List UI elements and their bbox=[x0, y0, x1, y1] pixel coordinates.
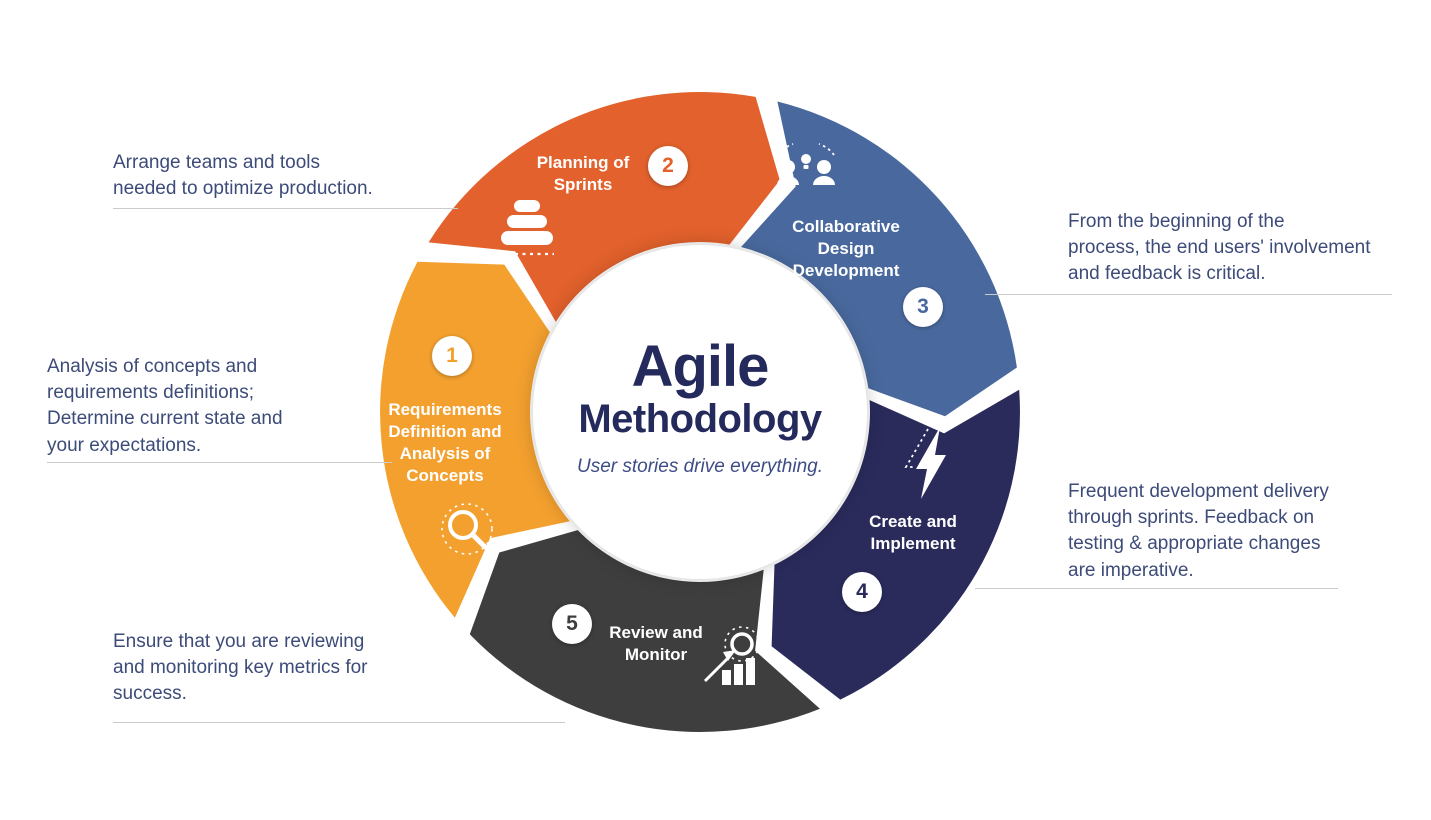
segment-arc-1 bbox=[380, 261, 570, 618]
diagram-title-block: Agile Methodology User stories drive eve… bbox=[535, 338, 865, 478]
idea-rays bbox=[777, 143, 835, 156]
segment-arc-3 bbox=[741, 101, 1017, 417]
annotation-line-step-2 bbox=[113, 208, 458, 209]
collaboration-icon bbox=[777, 143, 835, 185]
stone-top bbox=[514, 200, 540, 212]
monitor-lens bbox=[730, 632, 754, 656]
step-badge-1: 1 bbox=[432, 336, 472, 376]
magnifier-lens bbox=[448, 510, 478, 540]
segment-arc-4 bbox=[771, 389, 1020, 700]
chart-magnifier-icon bbox=[703, 626, 760, 685]
trend-arrow-head bbox=[723, 650, 736, 661]
lightning-bolt-icon bbox=[904, 427, 946, 499]
annotation-step-3: From the beginning of the process, the e… bbox=[1068, 211, 1371, 285]
bolt-dashed-accent bbox=[904, 428, 929, 468]
chart-bar-3 bbox=[746, 658, 755, 685]
step-badge-5: 5 bbox=[552, 604, 592, 644]
person-left-body bbox=[777, 176, 799, 185]
person-right-body bbox=[813, 176, 835, 185]
title-sub: Methodology bbox=[578, 397, 822, 441]
title-main: Agile bbox=[631, 334, 770, 399]
annotation-step-5: Ensure that you are reviewing and monito… bbox=[113, 631, 368, 705]
annotation-step-4: Frequent development delivery through sp… bbox=[1068, 481, 1329, 581]
trend-arrow-line bbox=[703, 655, 731, 683]
idea-bulb-base bbox=[803, 165, 809, 169]
step-badge-2: 2 bbox=[648, 146, 688, 186]
bolt-shape bbox=[916, 427, 946, 499]
chart-bar-2 bbox=[734, 664, 743, 685]
person-right-head bbox=[817, 160, 831, 174]
segments-layer bbox=[380, 92, 1020, 733]
monitor-dashed-ring bbox=[724, 626, 760, 662]
person-left-head bbox=[781, 160, 795, 174]
magnifier-dashed-ring bbox=[441, 503, 493, 555]
stacked-stones-icon bbox=[500, 200, 554, 256]
donut-hole bbox=[533, 245, 867, 579]
annotation-step-2: Arrange teams and tools needed to optimi… bbox=[113, 152, 373, 200]
step-badge-4: 4 bbox=[842, 572, 882, 612]
chart-bar-1 bbox=[722, 670, 731, 685]
idea-bulb bbox=[801, 154, 811, 164]
stone-bottom bbox=[501, 231, 553, 245]
segment-arc-2 bbox=[428, 92, 780, 322]
annotation-line-step-1 bbox=[47, 462, 392, 463]
annotation-line-step-4 bbox=[975, 588, 1338, 589]
magnifier-icon bbox=[441, 503, 493, 555]
annotation-line-step-3 bbox=[985, 294, 1392, 295]
magnifier-handle bbox=[470, 532, 488, 550]
annotation-step-1: Analysis of concepts and requirements de… bbox=[47, 356, 283, 456]
stone-middle bbox=[507, 215, 547, 228]
title-tagline: User stories drive everything. bbox=[576, 456, 824, 477]
segment-arc-5 bbox=[469, 530, 820, 733]
annotation-line-step-5 bbox=[113, 722, 565, 723]
step-badge-3: 3 bbox=[903, 287, 943, 327]
